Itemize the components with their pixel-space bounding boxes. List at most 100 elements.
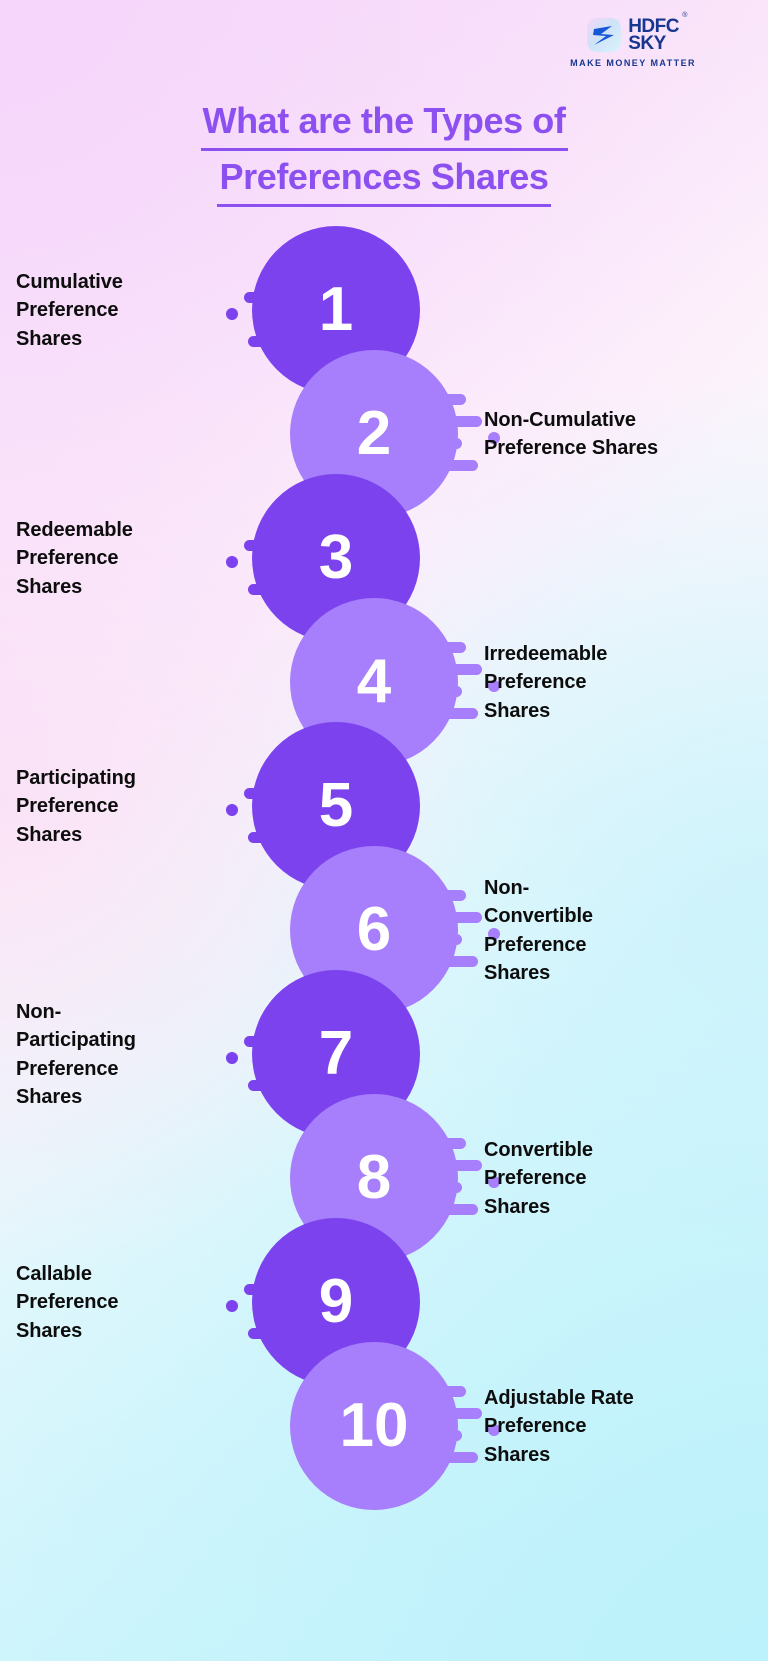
step-label-line: Shares [484,1443,551,1466]
motion-dash-bar [248,584,288,595]
brand-logo: HDFC SKY ® MAKE MONEY MATTER [570,12,696,68]
motion-dash-dot [226,556,238,568]
step-label-line: Irredeemable [484,643,608,665]
step-label-line: Shares [484,1195,551,1218]
step-label-line: Shares [484,962,551,985]
motion-dash-bar [248,336,288,347]
step-label-line: Preference [16,299,119,322]
motion-dash-bar [248,1328,288,1339]
step-number: 9 [318,1267,354,1336]
step-label-line: Participating [16,1029,136,1052]
motion-dash-bar [438,708,478,719]
logo-row: HDFC SKY ® [587,12,687,54]
motion-dashes-icon [438,1382,504,1474]
motion-dash-bar [260,766,288,777]
step-label-line: Convertible [484,1139,593,1161]
motion-dash-dot [226,308,238,320]
motion-dash-bar [438,394,466,405]
step-label-line: Callable [16,1263,92,1285]
motion-dash-bar [438,956,478,967]
step-label-line: Non- [16,1001,62,1023]
step-number-bubble[interactable]: 10 [290,1342,458,1510]
step-label-line: Preference [16,547,119,570]
motion-dash-dot [488,1424,500,1436]
motion-dashes-icon [222,1258,288,1350]
motion-dash-dot [488,432,500,444]
motion-dash-bar [244,1036,288,1047]
motion-dash-bar [260,1262,288,1273]
motion-dash-bar [438,912,482,923]
step-label-line: Preference [484,1167,587,1190]
motion-dash-bar [244,540,288,551]
motion-dash-bar [260,270,288,281]
step-label-line: Preference [484,933,587,956]
motion-dashes-icon [222,266,288,358]
step-label-line: Shares [16,823,83,846]
logo-name-line1: HDFC [628,16,679,37]
motion-dash-bar [438,1182,462,1193]
motion-dash-bar [438,664,482,675]
step-label-line: Shares [16,575,83,598]
step-label-line: Non-Cumulative [484,409,636,431]
step-number: 2 [356,399,392,468]
logo-tagline: MAKE MONEY MATTER [570,57,696,68]
step-label-line: Adjustable Rate [484,1387,634,1409]
step-label-line: Cumulative [16,271,123,293]
step-label-line: Preference [484,671,587,694]
motion-dash-bar [248,832,288,843]
step-number: 3 [318,523,354,592]
motion-dashes-icon [222,514,288,606]
motion-dash-bar [438,1408,482,1419]
motion-dash-bar [438,1204,478,1215]
motion-dash-bar [244,1284,288,1295]
motion-dash-bar [438,460,478,471]
motion-dash-dot [488,928,500,940]
motion-dash-bar [438,416,482,427]
motion-dashes-icon [222,762,288,854]
logo-wordmark: HDFC SKY ® [628,12,687,54]
motion-dashes-icon [438,390,504,482]
step-number: 8 [356,1143,392,1212]
motion-dash-bar [260,1014,288,1025]
motion-dash-bar [438,1452,478,1463]
step-label-line: Preference [16,1291,119,1314]
step-label-line: Shares [484,699,551,722]
motion-dash-dot [226,804,238,816]
motion-dash-bar [438,642,466,653]
step-label-line: Redeemable [16,519,133,541]
motion-dash-bar [248,1080,288,1091]
page-title-line2: Preferences Shares [217,151,551,208]
step-number: 10 [339,1391,409,1460]
motion-dash-bar [264,562,288,573]
motion-dash-bar [438,890,466,901]
motion-dash-bar [438,1386,466,1397]
step-label-line: Shares [16,1086,83,1109]
motion-dash-dot [488,680,500,692]
step-label-line: Preference [16,1057,119,1080]
motion-dash-bar [438,438,462,449]
step-number: 6 [356,895,392,964]
hdfc-sky-swoosh-icon [587,18,622,53]
step-label-line: Preference [16,795,119,818]
step-label-line: Preference [484,1415,587,1438]
step-label-line: Shares [16,327,83,350]
motion-dashes-icon [438,886,504,978]
page-title-line1: What are the Types of [200,95,568,152]
motion-dash-bar [264,314,288,325]
step-number: 4 [356,647,392,716]
step-number: 7 [318,1019,354,1088]
